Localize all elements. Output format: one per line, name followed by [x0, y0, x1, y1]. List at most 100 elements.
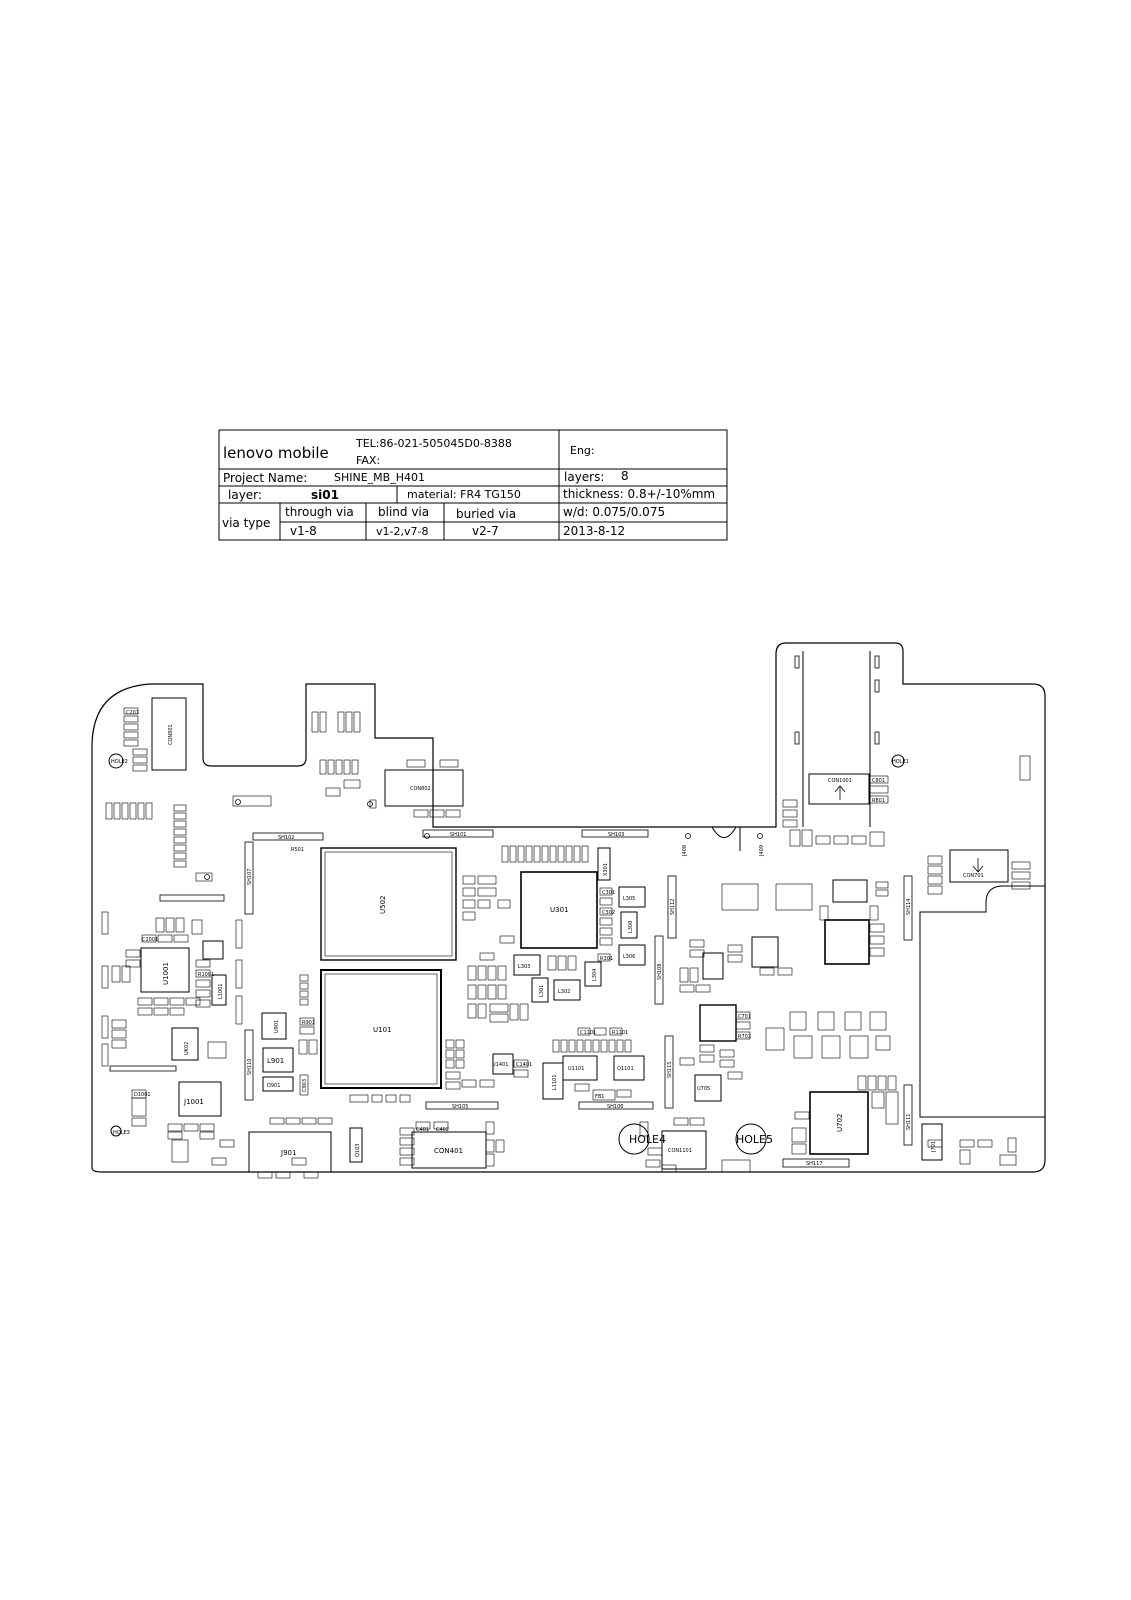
u707-body: [702, 952, 724, 980]
l901-label: L901: [267, 1057, 284, 1065]
j408-label: J408: [682, 845, 688, 857]
con802-body: [384, 769, 464, 807]
sh115-label: SH115: [667, 1062, 673, 1078]
j1001-label: J1001: [183, 1098, 204, 1106]
via-type-label: via type: [222, 516, 270, 530]
fiducials: [204, 799, 763, 880]
q103-label: Q103: [355, 1144, 361, 1157]
sh107-label: SH107: [247, 869, 253, 885]
hole4-circle: [618, 1123, 650, 1155]
title-block-text: lenovo mobile TEL:86-021-505045D0-8388 F…: [222, 437, 715, 538]
sh117-label: SH117: [806, 1161, 822, 1167]
u101-inner: [324, 973, 438, 1085]
r801-label: R801: [872, 798, 885, 804]
title-block: [218, 429, 728, 541]
u301-body: [520, 871, 598, 949]
layers-label: layers:: [564, 470, 604, 484]
uk02-label: UK02: [184, 1042, 190, 1055]
company-name: lenovo mobile: [223, 444, 329, 462]
tel-number: TEL:86-021-505045D0-8388: [355, 437, 512, 450]
c1101-label: C1101: [580, 1030, 596, 1036]
fax-label: FAX:: [356, 454, 380, 467]
l308-body: [620, 911, 638, 939]
j1001-body: [178, 1081, 222, 1117]
sh106-label: SH106: [607, 1104, 623, 1110]
x801-body: [832, 879, 868, 903]
c1001-label: C1001: [142, 937, 158, 943]
sh110-label: SH110: [247, 1059, 253, 1075]
u301-label: U301: [550, 906, 568, 914]
top-slots: [794, 655, 880, 745]
l303-label: L303: [518, 964, 530, 970]
u1001-label: U1001: [162, 962, 170, 985]
u1001-body: [140, 947, 190, 993]
con1001-body: [808, 773, 870, 805]
r1101-label: R1101: [612, 1030, 628, 1036]
u705-label: U705: [697, 1086, 710, 1092]
sh101-label: SH101: [450, 832, 466, 838]
hole2-label: HOLE2: [111, 759, 128, 765]
buried-via-value: v2-7: [472, 524, 499, 538]
layer-value: si01: [311, 488, 339, 502]
sh112-label: SH112: [670, 899, 676, 915]
d1001-label: D1001: [134, 1092, 151, 1098]
c1401-label: C1401: [516, 1062, 532, 1068]
u502-body: [320, 847, 457, 961]
x301-label: X301: [603, 863, 609, 876]
c402-label: C402: [436, 1127, 449, 1133]
material-value: material: FR4 TG150: [407, 488, 521, 501]
u502-label: U502: [379, 896, 387, 914]
date-value: 2013-8-12: [563, 524, 625, 538]
u801-body: [824, 919, 870, 965]
q1101-label: Q1101: [617, 1066, 634, 1072]
u502-inner: [324, 851, 453, 957]
d901-label: D901: [267, 1083, 280, 1089]
shield-frames: [109, 829, 913, 1168]
l305-label: L305: [623, 896, 635, 902]
hole2-circle: [108, 753, 124, 769]
r702-label: R702: [738, 1034, 751, 1040]
c301-label: C301: [602, 890, 615, 896]
r1001-label: R1001: [198, 972, 214, 978]
l302-body: [553, 979, 581, 1001]
con802-label: CON802: [410, 786, 431, 792]
hole5-circle: [735, 1123, 767, 1155]
c401-label: C401: [416, 1127, 429, 1133]
u901-body: [261, 1012, 287, 1040]
hole5-label: HOLE5: [736, 1133, 773, 1146]
orientation-arrows: [834, 785, 984, 873]
r501-label: R501: [291, 847, 304, 853]
sh108-label: SH108: [657, 964, 663, 980]
hole3-circle: [110, 1125, 122, 1137]
board-notch-right: [919, 885, 1045, 1118]
through-via-label: through via: [285, 505, 354, 519]
uk02-body: [171, 1027, 199, 1061]
hole1-label: HOLE1: [892, 759, 909, 765]
wd-value: w/d: 0.075/0.075: [563, 505, 665, 519]
con401-label: CON401: [434, 1147, 463, 1155]
l301-body: [531, 977, 549, 1003]
j409-label: J409: [759, 845, 765, 857]
r901-label: R901: [302, 1020, 315, 1026]
con701-label: CON701: [963, 873, 984, 879]
x301-body: [597, 847, 611, 881]
sh114-label: SH114: [906, 899, 912, 915]
layers-value: 8: [621, 469, 629, 483]
l304-label: L304: [592, 969, 598, 981]
q103-body: [349, 1127, 363, 1163]
blind-via-value: v1-2,v7-8: [376, 525, 428, 538]
sh103-label: SH103: [608, 832, 624, 838]
hole-labels: HOLE4 HOLE5 HOLE2 HOLE3 HOLE1: [111, 759, 909, 1146]
c201-label: C201: [126, 710, 139, 716]
con1001-label: CON1001: [828, 778, 852, 784]
u1401-label: U1401: [492, 1062, 508, 1068]
l302-label: L302: [558, 989, 570, 995]
con701-body: [949, 849, 1009, 883]
j901-label: J901: [280, 1149, 296, 1157]
fb1-label: FB1: [595, 1094, 605, 1100]
u901-label: U901: [274, 1020, 280, 1033]
hole1-circle: [891, 754, 905, 768]
major-ics: [140, 697, 1009, 1173]
project-value: SHINE_MB_H401: [334, 471, 425, 484]
layer-label: layer:: [228, 488, 262, 502]
